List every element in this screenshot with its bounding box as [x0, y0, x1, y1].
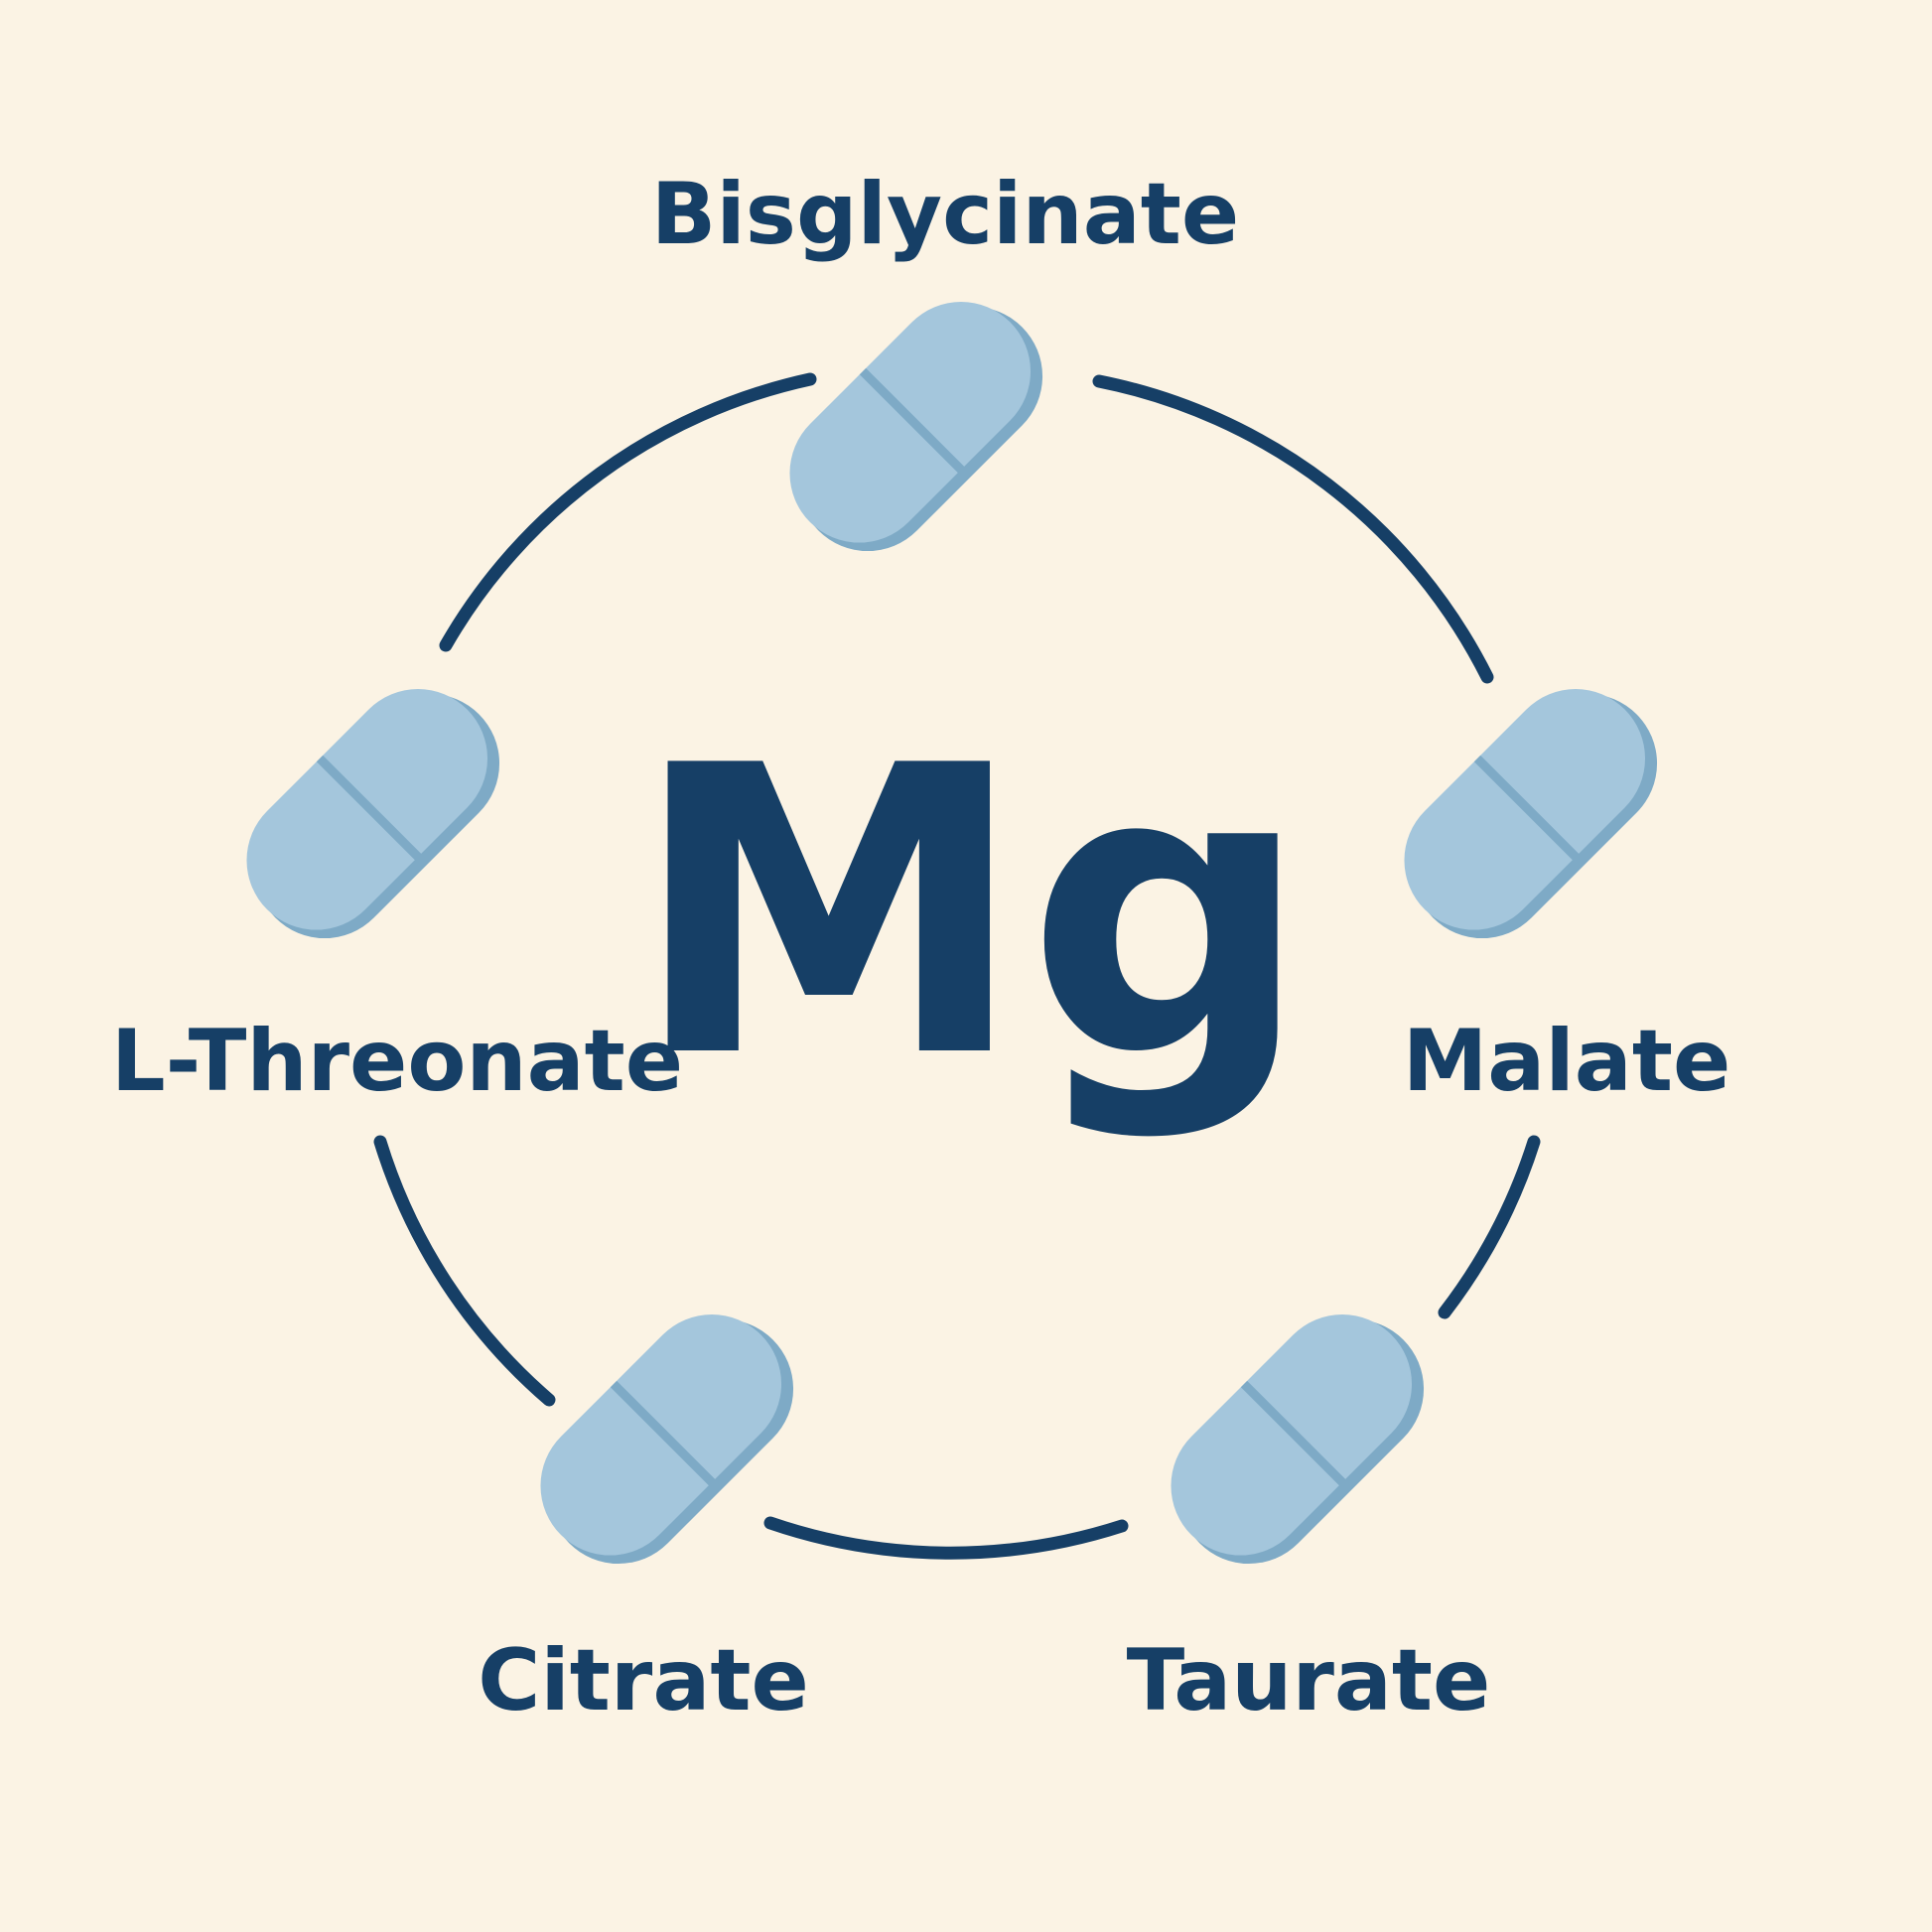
capsule-icon	[217, 656, 528, 967]
capsule-icon	[1375, 656, 1686, 967]
capsule-icon	[760, 269, 1071, 580]
ring-arc-top-left	[439, 372, 817, 652]
label-citrate: Citrate	[478, 1631, 809, 1730]
ring-arc-left	[373, 1135, 556, 1407]
label-taurate: Taurate	[1127, 1631, 1491, 1730]
ring-arc-top-right	[1092, 374, 1494, 684]
capsule-icon	[511, 1282, 822, 1592]
label-malate: Malate	[1403, 1012, 1731, 1111]
ring-arc-bottom	[763, 1516, 1129, 1560]
ring-arc-right	[1438, 1135, 1541, 1319]
capsule-icon	[1142, 1282, 1452, 1592]
center-element-symbol: Mg	[631, 683, 1311, 1145]
label-bisglycinate: Bisglycinate	[651, 165, 1239, 264]
label-l-threonate: L-Threonate	[111, 1012, 683, 1111]
